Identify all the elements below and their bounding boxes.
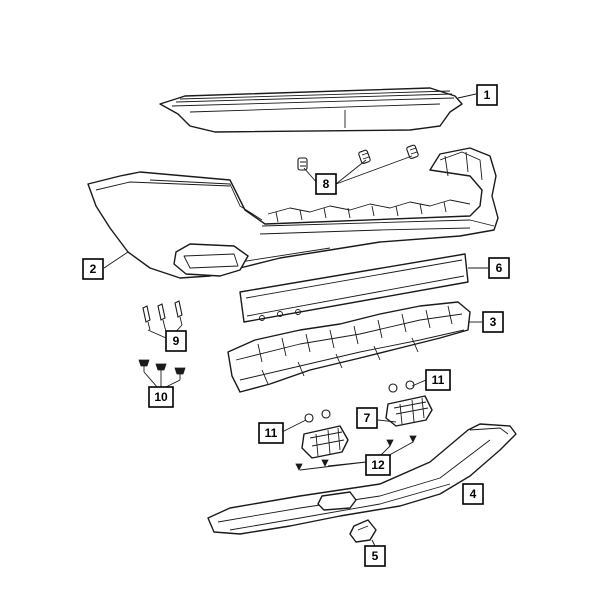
callout-6: 6: [488, 257, 510, 279]
callout-8: 8: [315, 173, 337, 195]
part-6-absorber: [239, 253, 469, 323]
callout-7: 7: [356, 407, 378, 429]
callout-8-label: 8: [323, 177, 330, 191]
part-5-tow-cover: [349, 519, 377, 543]
callout-4-label: 4: [470, 487, 477, 501]
callout-5-label: 5: [372, 549, 379, 563]
clip: [155, 363, 167, 376]
callout-1-label: 1: [484, 88, 491, 102]
callout-9: 9: [165, 330, 187, 352]
part-3-reinforcement: [227, 301, 471, 393]
callout-2: 2: [82, 258, 104, 280]
callout-5: 5: [364, 545, 386, 567]
part-10-clips: [138, 359, 186, 380]
callout-1: 1: [476, 84, 498, 106]
callout-7-label: 7: [364, 411, 371, 425]
bracket-left: [301, 425, 349, 459]
part-11-grommets-left: [304, 409, 331, 423]
callout-2-label: 2: [90, 262, 97, 276]
callout-11-right-label: 11: [432, 373, 445, 387]
push-pin: [297, 157, 308, 171]
callout-11-right: 11: [425, 369, 451, 391]
part-9-fasteners: [142, 300, 183, 331]
part-1-step-pad: [159, 87, 463, 133]
part-2-bumper-fascia: [87, 147, 499, 279]
push-pin: [358, 149, 371, 164]
part-4-lower-valance: [207, 423, 517, 535]
callout-11-left: 11: [258, 422, 284, 444]
part-11-grommets-right: [388, 380, 415, 393]
callout-11-left-label: 11: [265, 426, 278, 440]
callout-10-label: 10: [154, 390, 168, 404]
callout-10: 10: [148, 386, 174, 408]
callout-4: 4: [462, 483, 484, 505]
fastener: [142, 305, 151, 331]
clip: [174, 367, 186, 380]
part-8-push-pins: [297, 144, 419, 171]
fastener: [174, 300, 183, 326]
part-7-bracket-right: [385, 395, 433, 427]
callout-12-label: 12: [371, 458, 385, 472]
callout-9-label: 9: [173, 334, 180, 348]
callout-6-label: 6: [496, 261, 503, 275]
part-12-screws: [295, 435, 417, 471]
callout-3: 3: [482, 311, 504, 333]
callout-12: 12: [365, 454, 391, 476]
push-pin: [406, 144, 419, 159]
clip: [138, 359, 150, 372]
callout-3-label: 3: [490, 315, 497, 329]
fastener: [157, 303, 166, 329]
